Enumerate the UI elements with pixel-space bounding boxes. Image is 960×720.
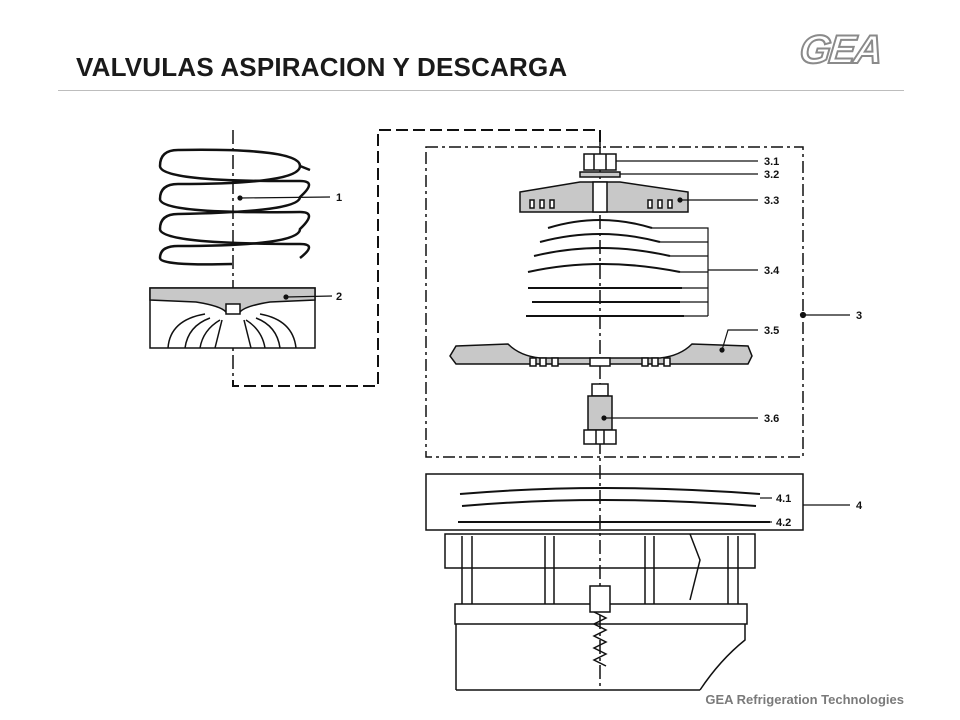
callout-4: 4 [856,500,863,512]
callout-3-6: 3.6 [764,413,779,425]
callout-3-3: 3.3 [764,195,779,207]
seat-plate-part-3-5 [449,343,753,367]
callout-2: 2 [336,291,342,303]
guard-part-3-3 [519,181,689,213]
leader-3-4 [652,227,758,317]
footer-company: GEA Refrigeration Technologies [705,692,904,707]
callout-3-4: 3.4 [764,265,780,277]
bolt-part-3-6 [583,383,617,445]
callout-3: 3 [856,310,862,322]
header-divider [58,90,904,91]
callout-3-1: 3.1 [764,156,779,168]
washer-part-3-2 [579,171,621,178]
leader-1 [239,196,331,199]
spring-plates-part-4-1 [459,487,761,507]
leader-3-5 [721,329,758,351]
assembly-3-frame [425,146,804,458]
leader-2 [285,295,333,298]
callout-1: 1 [336,192,342,204]
spring-part-1 [158,148,311,266]
assembly-4-frame [425,473,804,531]
connector-dashed [232,129,601,387]
callout-4-2: 4.2 [776,517,791,529]
callout-4-1: 4.1 [776,493,791,505]
callout-3-2: 3.2 [764,169,779,181]
nut-part-3-1 [583,153,617,171]
compressor-housing [444,533,756,691]
spring-plates-part-3-4 [526,219,684,317]
callout-3-5: 3.5 [764,325,779,337]
page-title: VALVULAS ASPIRACION Y DESCARGA [76,52,568,82]
